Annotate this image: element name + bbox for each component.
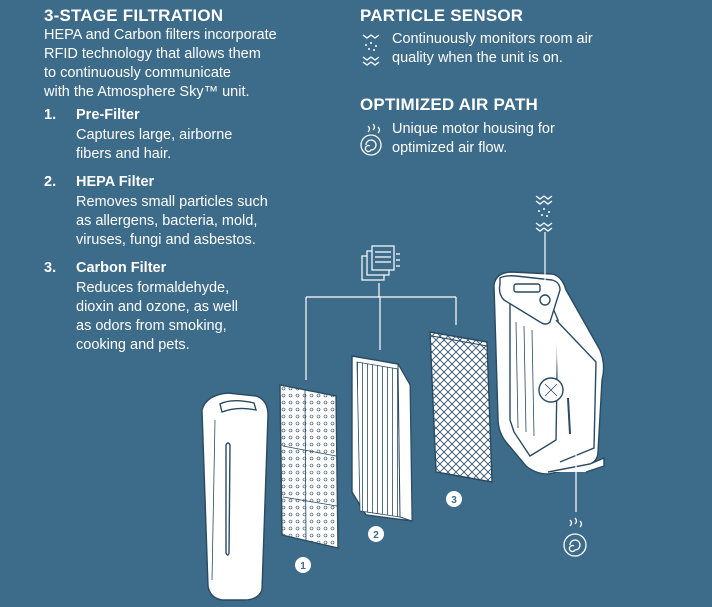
pre-filter xyxy=(279,384,339,549)
particle-sensor-line: Continuously monitors room air xyxy=(392,31,593,47)
stage-3-line: as odors from smoking, xyxy=(76,318,227,334)
stage-2-line: viruses, fungi and asbestos. xyxy=(76,232,256,248)
air-path-line: Unique motor housing for xyxy=(392,121,555,137)
stage-2-description: Removes small particles such as allergen… xyxy=(76,193,268,250)
filtration-intro-line: RFID technology that allows them xyxy=(44,46,261,62)
particle-sensor-icon xyxy=(362,34,380,66)
filtration-intro-line: HEPA and Carbon filters incorporate xyxy=(44,27,277,43)
callout-3-label: 3 xyxy=(451,495,457,506)
stage-1-line: fibers and hair. xyxy=(76,146,172,162)
stage-2-line: as allergens, bacteria, mold, xyxy=(76,213,258,229)
stage-1-title: Pre-Filter xyxy=(76,107,140,123)
callout-3: 3 xyxy=(446,491,462,507)
air-path-description: Unique motor housing for optimized air f… xyxy=(392,120,555,158)
particle-sensor-description: Continuously monitors room air quality w… xyxy=(392,30,593,68)
air-purifier-unit xyxy=(493,232,605,512)
callout-1: 1 xyxy=(295,557,311,573)
air-path-heading: OPTIMIZED AIR PATH xyxy=(360,95,538,114)
stage-1-number: 1. xyxy=(44,107,57,123)
unit-sensor-icon xyxy=(535,195,553,232)
carbon-filter xyxy=(429,331,493,483)
hepa-filter xyxy=(351,355,413,522)
stage-3-title: Carbon Filter xyxy=(76,260,167,276)
filtration-intro-line: with the Atmosphere Sky™ unit. xyxy=(44,84,250,100)
stage-3-description: Reduces formaldehyde, dioxin and ozone, … xyxy=(76,279,238,355)
callout-2: 2 xyxy=(368,526,384,542)
filtration-intro-line: to continuously communicate xyxy=(44,65,231,81)
stage-3-number: 3. xyxy=(44,260,57,276)
filtration-intro: HEPA and Carbon filters incorporate RFID… xyxy=(44,26,277,102)
front-cover xyxy=(201,392,269,601)
unit-swirl-icon xyxy=(563,517,587,557)
air-path-line: optimized air flow. xyxy=(392,140,508,156)
particle-sensor-heading: PARTICLE SENSOR xyxy=(360,6,524,25)
callout-2-label: 2 xyxy=(373,530,379,541)
stage-1-line: Captures large, airborne xyxy=(76,127,233,143)
filtration-heading: 3-STAGE FILTRATION xyxy=(44,6,224,25)
stage-1-description: Captures large, airborne fibers and hair… xyxy=(76,126,232,164)
stage-3-line: dioxin and ozone, as well xyxy=(76,299,239,315)
stage-2-number: 2. xyxy=(44,174,57,190)
stage-3-line: cooking and pets. xyxy=(76,337,190,353)
filters-bracket xyxy=(305,283,457,380)
particle-sensor-line: quality when the unit is on. xyxy=(392,50,563,66)
stage-3-line: Reduces formaldehyde, xyxy=(76,280,230,296)
stage-2-title: HEPA Filter xyxy=(76,174,155,190)
stage-2-line: Removes small particles such xyxy=(76,194,268,210)
filter-stack-icon xyxy=(361,245,400,281)
callout-1-label: 1 xyxy=(300,561,306,572)
air-swirl-icon xyxy=(360,123,382,156)
